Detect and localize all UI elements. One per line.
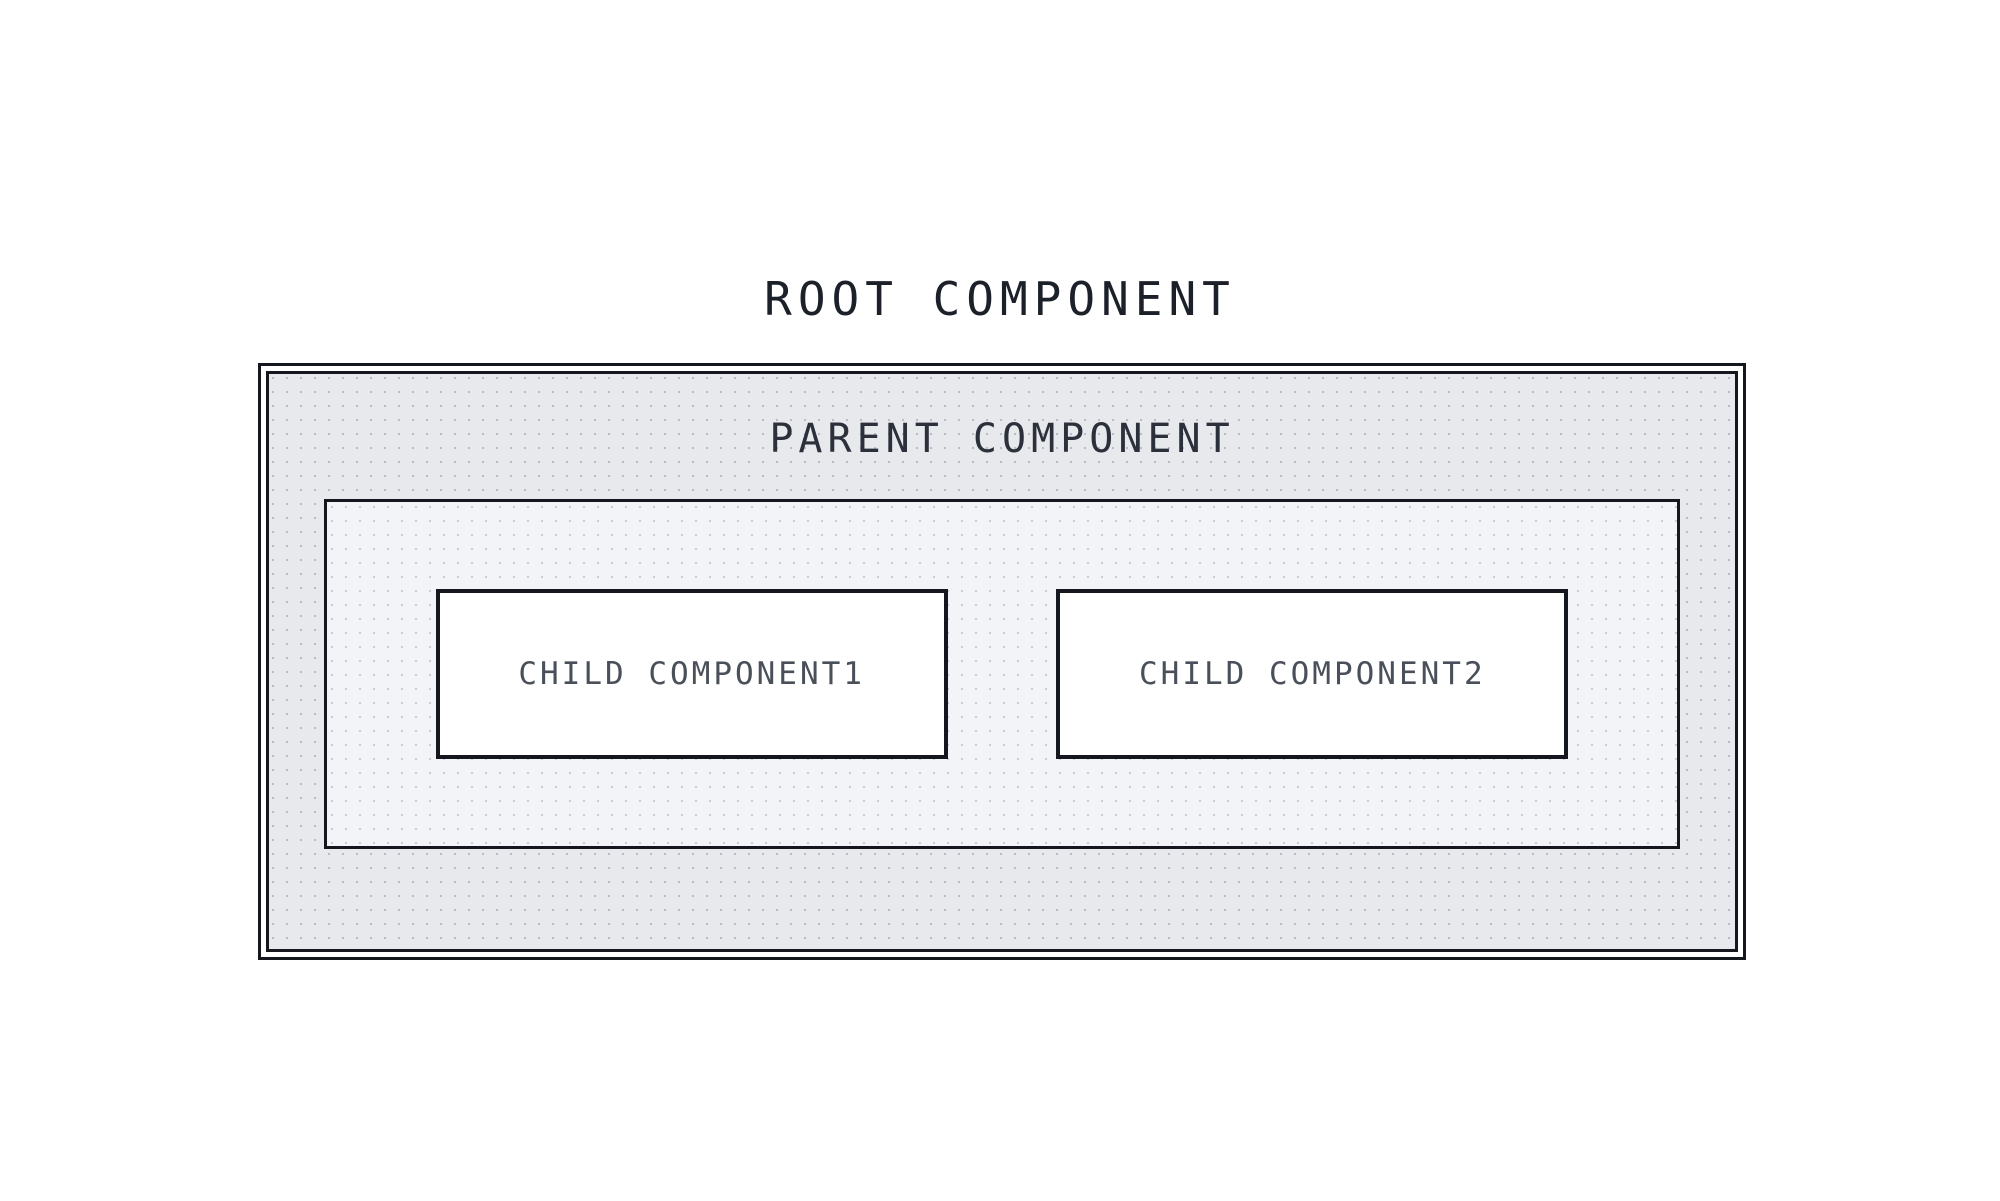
root-component-title: ROOT COMPONENT	[764, 272, 1236, 326]
child-component-1-box: CHILD COMPONENT1	[435, 589, 948, 759]
child-component-1-label: CHILD COMPONENT1	[518, 656, 865, 692]
child-components-row: CHILD COMPONENT1 CHILD COMPONENT2	[327, 502, 1677, 846]
child-component-2-box: CHILD COMPONENT2	[1056, 589, 1569, 759]
root-component-frame: PARENT COMPONENT CHILD COMPONENT1 CHILD …	[258, 363, 1746, 960]
child-component-2-label: CHILD COMPONENT2	[1139, 656, 1486, 692]
child-components-container: CHILD COMPONENT1 CHILD COMPONENT2	[324, 499, 1680, 849]
parent-component-title: PARENT COMPONENT	[769, 416, 1235, 462]
parent-component-box: PARENT COMPONENT CHILD COMPONENT1 CHILD …	[266, 371, 1738, 952]
